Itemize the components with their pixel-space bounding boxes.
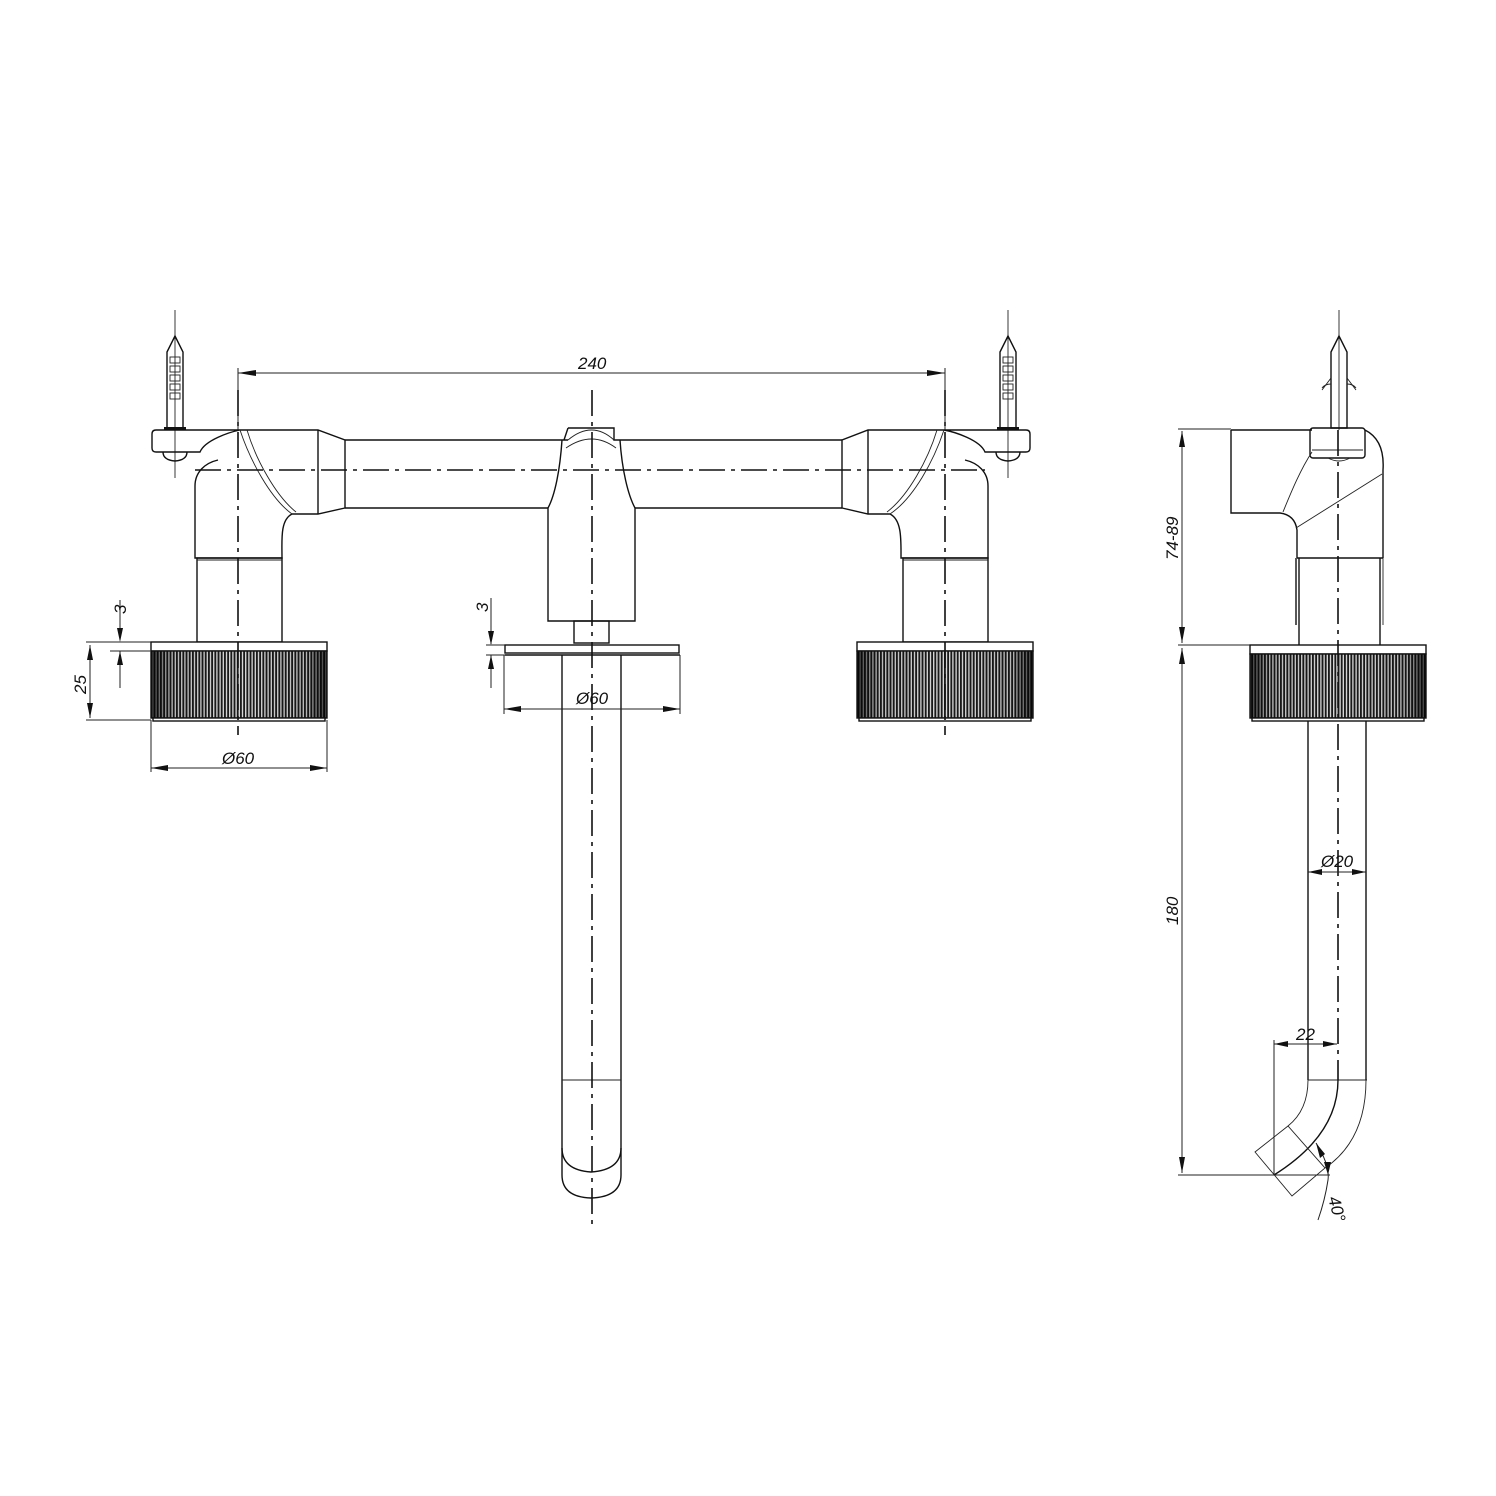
dimension-handle-spacing: 240 (237, 354, 946, 430)
left-valve-body (194, 429, 346, 643)
dimension-spout-length: 180 (1163, 648, 1330, 1176)
dimension-label-74-89: 74-89 (1163, 516, 1182, 560)
dimension-label-rosette-3: 3 (473, 602, 492, 612)
right-valve-body (841, 429, 989, 643)
dimension-outlet-offset: 22 (1273, 1025, 1337, 1175)
dimension-label-25: 25 (71, 675, 90, 695)
dimension-label-180: 180 (1163, 896, 1182, 925)
front-view: 240 (71, 310, 1034, 1230)
left-mounting-bracket (151, 429, 241, 462)
right-mounting-bracket (943, 429, 1031, 462)
side-view: 74-89 180 Ø20 22 (1163, 310, 1427, 1224)
dimension-left-flange: 3 (110, 600, 150, 688)
left-handle-knurled (150, 641, 328, 722)
dimension-spout-diameter: Ø20 (1308, 852, 1366, 875)
dimension-left-handle-diameter: Ø60 (150, 720, 328, 772)
dimension-label-22: 22 (1295, 1025, 1315, 1044)
dimension-rosette-flange: 3 (473, 598, 505, 688)
dimension-label-dia60-rosette: Ø60 (575, 689, 609, 708)
spout-pipe (561, 655, 622, 1199)
dimension-label-40deg: 40° (1324, 1194, 1349, 1224)
side-spout (1254, 721, 1367, 1197)
dimension-label-240: 240 (577, 354, 607, 373)
dimension-outlet-angle: 40° (1315, 1142, 1349, 1224)
dimension-wall-depth: 74-89 (1163, 428, 1250, 646)
dimension-rosette-diameter: Ø60 (503, 655, 681, 714)
left-wall-anchor (164, 310, 186, 478)
side-wall-anchor (1321, 310, 1357, 430)
dimension-left-handle-height: 25 (71, 641, 151, 721)
side-bracket (1230, 427, 1384, 645)
horizontal-manifold-pipe (345, 439, 842, 509)
dimension-label-flange-3: 3 (111, 604, 130, 614)
dimension-label-dia20: Ø20 (1320, 852, 1354, 871)
dimension-label-dia60-handle: Ø60 (221, 749, 255, 768)
right-wall-anchor (997, 310, 1019, 478)
